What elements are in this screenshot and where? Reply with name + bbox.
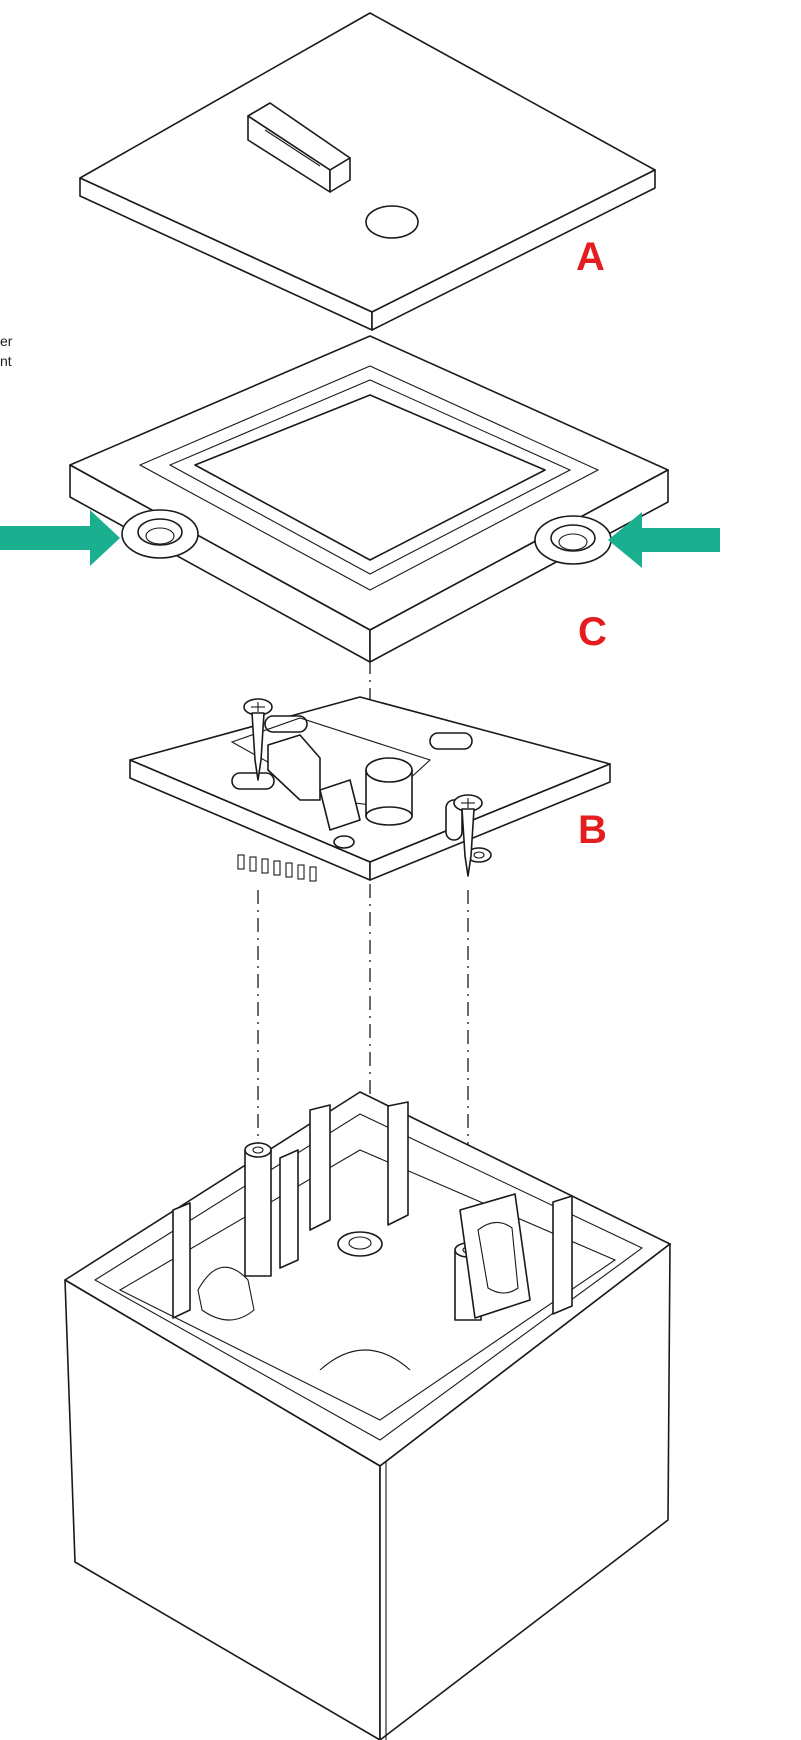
mounting-slot	[264, 715, 308, 733]
capacitor-icon	[365, 757, 413, 826]
label-a: A	[576, 235, 605, 279]
screw-icon	[243, 698, 273, 781]
cover-hole	[365, 205, 419, 239]
mounting-slot	[231, 772, 275, 790]
cover-plate-a	[79, 12, 656, 331]
arrow-shaft	[0, 526, 92, 550]
frame-screw-boss-right	[534, 515, 612, 565]
insert-screw-head	[333, 835, 355, 849]
insert-plate-b	[129, 696, 611, 882]
arrow-head	[90, 510, 120, 566]
terminal-pins	[237, 854, 317, 882]
mounting-slot	[429, 732, 473, 750]
label-b: B	[578, 808, 607, 852]
frame-c	[69, 335, 669, 663]
surface-mount-box	[64, 1091, 671, 1740]
arrow-left	[608, 512, 720, 568]
label-c: C	[578, 610, 607, 654]
box-post-left	[244, 1142, 272, 1277]
arrow-head	[608, 512, 642, 568]
rocker-switch	[247, 102, 351, 193]
frame-screw-boss-left	[121, 509, 199, 559]
arrow-shaft	[640, 528, 720, 552]
side-note-fragment: er nt	[0, 333, 13, 369]
screw-icon	[453, 794, 483, 877]
arrow-right	[0, 510, 120, 566]
box-floor-boss	[337, 1231, 383, 1257]
